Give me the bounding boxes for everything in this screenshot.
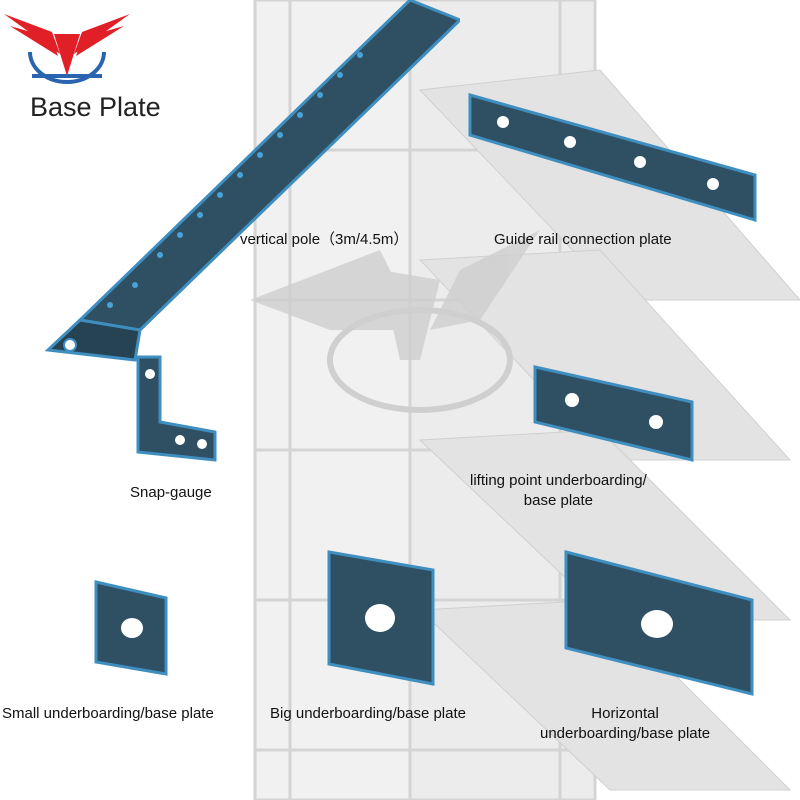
lifting-point-label-line2: base plate [523,492,594,509]
vertical-pole-label: vertical pole（3m/4.5m） [240,231,409,248]
guide-rail-plate-label: Guide rail connection plate [494,231,672,248]
page-title: Base Plate [30,92,161,122]
horizontal-plate-illustration [564,550,754,696]
horizontal-plate-label: Horizontal underboarding/base plate [540,704,710,744]
small-plate-illustration [94,580,168,676]
vertical-pole-illustration [44,0,460,362]
horizontal-plate-label-line1: Horizontal [591,705,659,722]
snap-gauge-label: Snap-gauge [130,484,212,501]
lifting-point-label: lifting point underboarding/ base plate [470,471,647,511]
company-logo [4,14,130,84]
horizontal-plate-label-line2: underboarding/base plate [540,725,711,742]
big-plate-label: Big underboarding/base plate [270,705,466,722]
snap-gauge-illustration [136,355,217,462]
lifting-point-plate-illustration [533,365,694,462]
lifting-point-label-line1: lifting point underboarding/ [470,472,647,489]
big-plate-illustration [327,550,435,686]
guide-rail-plate-illustration [468,93,757,223]
small-plate-label: Small underboarding/base plate [2,705,214,722]
